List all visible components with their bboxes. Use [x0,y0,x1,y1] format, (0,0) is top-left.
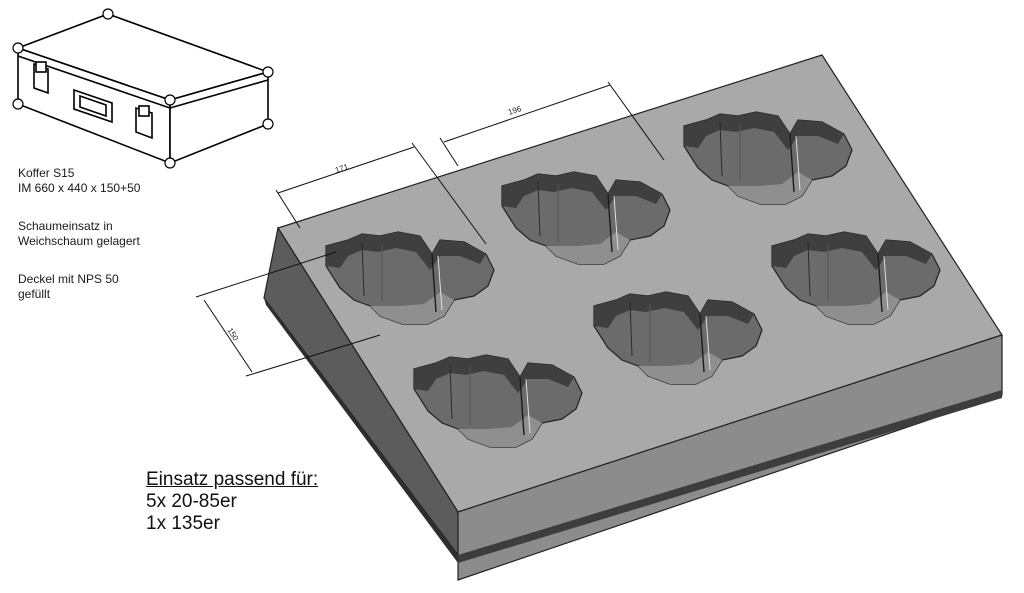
insert-spec-note: Schaumeinsatz in Weichschaum gelagert [18,219,140,249]
corner-handle [164,94,176,106]
dim-label-pocket-pitch: 196 [507,104,523,117]
corner-handle [262,118,274,130]
note-line: gefüllt [18,287,51,301]
fits-list: Einsatz passend für: 5x 20-85er 1x 135er [146,469,318,535]
dim-label-pocket-width: 171 [334,162,350,175]
note-line: Schaumeinsatz in [18,219,113,233]
corner-handle [164,157,176,169]
case-spec-note: Koffer S15 IM 660 x 440 x 150+50 [18,166,140,196]
case-sketch [12,8,274,169]
note-line: Koffer S15 [18,166,75,180]
corner-handle [12,42,24,54]
note-line: IM 660 x 440 x 150+50 [18,181,141,195]
corner-handle [102,8,114,20]
corner-handle [262,66,274,78]
note-line: Deckel mit NPS 50 [18,272,119,286]
foam-layer-line [458,390,1002,563]
corner-handle [12,98,24,110]
lid-spec-note: Deckel mit NPS 50 gefüllt [18,272,119,302]
dimension-lines [195,81,665,377]
dim-label-pocket-depth: 150 [225,326,240,343]
fits-heading: Einsatz passend für: [146,469,319,490]
fits-line: 1x 135er [146,513,220,534]
fits-line: 5x 20-85er [146,491,237,512]
note-line: Weichschaum gelagert [18,234,140,248]
